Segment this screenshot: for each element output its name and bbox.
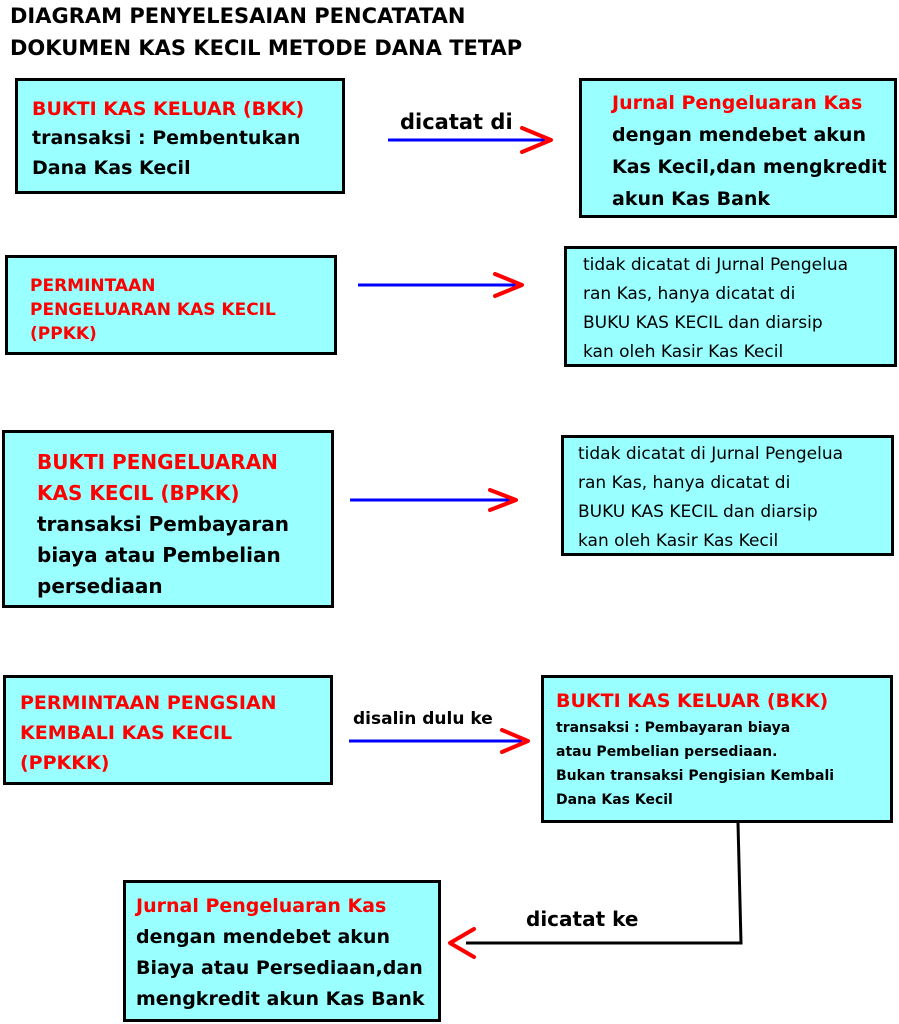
- box-body-line: dengan mendebet akun: [612, 124, 866, 146]
- box-heading: PENGELUARAN KAS KECIL: [30, 300, 276, 320]
- arrowhead-icon: [488, 488, 518, 512]
- arrowhead-icon: [493, 272, 524, 298]
- box-body-line: mengkredit akun Kas Bank: [136, 988, 425, 1010]
- arrowhead-icon: [520, 126, 553, 154]
- box-body-line: ran Kas, hanya dicatat di: [578, 473, 791, 493]
- box-heading: BUKTI PENGELUARAN: [37, 450, 278, 474]
- ppkk-source-box: PERMINTAAN PENGELUARAN KAS KECIL (PPKK): [5, 255, 337, 355]
- box-heading: KAS KECIL (BPKK): [37, 481, 240, 505]
- bkk-source-box: BUKTI KAS KELUAR (BKK) transaksi : Pembe…: [15, 78, 345, 194]
- box-body-line: transaksi : Pembentukan: [32, 127, 301, 149]
- box-body-line: akun Kas Bank: [612, 188, 771, 210]
- arrow-bkk-to-jurnal-2: [448, 822, 743, 959]
- bkk-jurnal-box: Jurnal Pengeluaran Kas dengan mendebet a…: [579, 78, 897, 218]
- box-body-line: biaya atau Pembelian: [37, 543, 281, 567]
- box-body-line: Dana Kas Kecil: [556, 792, 673, 808]
- arrow-bkk-to-jurnal: [388, 126, 553, 154]
- diagram-title: DIAGRAM PENYELESAIAN PENCATATAN DOKUMEN …: [10, 0, 522, 64]
- edge-label-dicatat-ke: dicatat ke: [526, 907, 639, 931]
- box-body-line: atau Pembelian persediaan.: [556, 744, 778, 760]
- arrow-ppkk-to-buku: [358, 272, 524, 298]
- arrowhead-icon: [500, 728, 530, 754]
- bpkk-target-box: tidak dicatat di Jurnal Pengelua ran Kas…: [561, 435, 894, 556]
- box-heading: BUKTI KAS KELUAR (BKK): [32, 98, 305, 120]
- arrow-line: [466, 822, 743, 945]
- box-body-line: dengan mendebet akun: [136, 926, 390, 948]
- title-line-2: DOKUMEN KAS KECIL METODE DANA TETAP: [10, 36, 523, 60]
- arrow-ppkkk-to-bkk: [349, 728, 530, 754]
- title-line-1: DIAGRAM PENYELESAIAN PENCATATAN: [10, 4, 466, 28]
- edge-label-dicatat-di: dicatat di: [400, 110, 513, 134]
- bpkk-source-box: BUKTI PENGELUARAN KAS KECIL (BPKK) trans…: [2, 430, 334, 608]
- box-body-line: ran Kas, hanya dicatat di: [583, 284, 796, 304]
- box-body-line: tidak dicatat di Jurnal Pengelua: [578, 444, 844, 464]
- box-heading: Jurnal Pengeluaran Kas: [136, 895, 387, 917]
- arrow-bpkk-to-buku: [350, 488, 518, 512]
- ppkkk-source-box: PERMINTAAN PENGSIAN KEMBALI KAS KECIL (P…: [3, 675, 333, 785]
- box-heading: (PPKK): [30, 324, 97, 344]
- box-body-line: Biaya atau Persediaan,dan: [136, 957, 423, 979]
- box-body-line: kan oleh Kasir Kas Kecil: [583, 342, 784, 362]
- ppkkk-jurnal-box: Jurnal Pengeluaran Kas dengan mendebet a…: [123, 880, 441, 1022]
- box-heading: Jurnal Pengeluaran Kas: [612, 92, 863, 114]
- box-body-line: BUKU KAS KECIL dan diarsip: [583, 313, 823, 333]
- box-body-line: tidak dicatat di Jurnal Pengelua: [583, 255, 849, 275]
- box-body-line: transaksi : Pembayaran biaya: [556, 720, 791, 736]
- box-body-line: transaksi Pembayaran: [37, 512, 289, 536]
- ppkk-target-box: tidak dicatat di Jurnal Pengelua ran Kas…: [564, 246, 897, 367]
- box-body-line: Kas Kecil,dan mengkredit: [612, 156, 887, 178]
- box-body-line: Bukan transaksi Pengisian Kembali: [556, 768, 835, 784]
- box-heading: PERMINTAAN: [30, 276, 156, 296]
- ppkkk-bkk-box: BUKTI KAS KELUAR (BKK) transaksi : Pemba…: [541, 675, 893, 823]
- box-heading: BUKTI KAS KELUAR (BKK): [556, 690, 829, 712]
- box-body-line: persediaan: [37, 574, 163, 598]
- arrowhead-icon: [448, 927, 476, 959]
- edge-label-disalin-dulu-ke: disalin dulu ke: [353, 709, 493, 729]
- box-heading: KEMBALI KAS KECIL: [20, 722, 233, 744]
- box-heading: (PPKKK): [20, 752, 110, 774]
- box-body-line: BUKU KAS KECIL dan diarsip: [578, 502, 818, 522]
- box-body-line: Dana Kas Kecil: [32, 157, 191, 179]
- box-body-line: kan oleh Kasir Kas Kecil: [578, 531, 779, 551]
- box-heading: PERMINTAAN PENGSIAN: [20, 692, 277, 714]
